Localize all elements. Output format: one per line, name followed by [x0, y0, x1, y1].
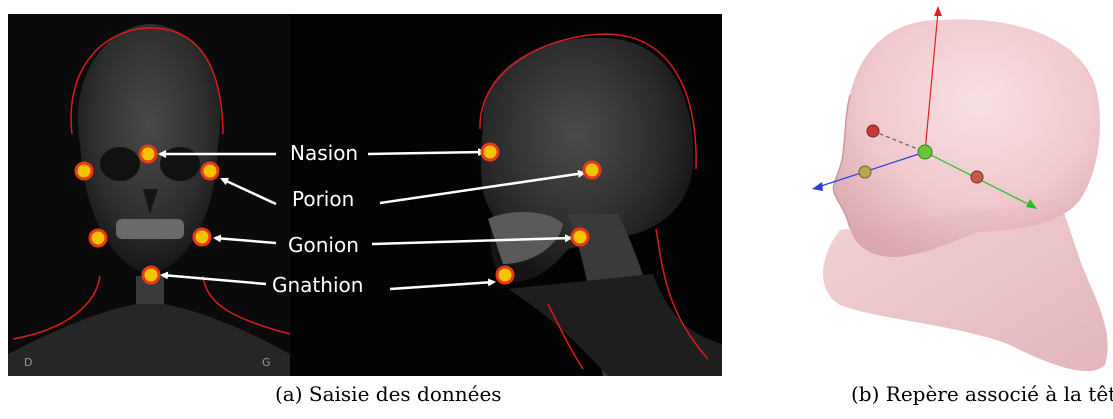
landmark-porion-left [76, 163, 92, 179]
landmark-gnathion-front [143, 267, 159, 283]
lateral-xray [290, 14, 722, 376]
label-gonion: Gonion [288, 234, 359, 256]
head-3d-panel [760, 0, 1113, 380]
point-porion-left [867, 125, 879, 137]
landmark-gonion-right [194, 229, 210, 245]
head-3d-illustration [760, 0, 1113, 380]
point-porion-right [971, 171, 983, 183]
frontal-xray [8, 14, 290, 376]
label-porion: Porion [292, 188, 354, 210]
landmark-gnathion-side [497, 267, 513, 283]
point-origin [918, 145, 932, 159]
landmark-nasion-front [140, 146, 156, 162]
landmark-porion-right [202, 163, 218, 179]
axis-y-arrow [812, 182, 823, 191]
caption-a: (a) Saisie des données [275, 382, 502, 406]
corner-label-g: G [262, 356, 271, 369]
xray-panel: Nasion Porion Gonion Gnathion D G [8, 14, 722, 376]
landmark-porion-side [584, 162, 600, 178]
landmark-gonion-left [90, 230, 106, 246]
label-nasion: Nasion [290, 142, 358, 164]
caption-b: (b) Repère associé à la tête [851, 382, 1113, 406]
xray-illustration [8, 14, 722, 376]
landmark-nasion-side [482, 144, 498, 160]
axis-x-arrow [934, 6, 942, 16]
label-gnathion: Gnathion [272, 274, 363, 296]
point-nasion [859, 166, 871, 178]
landmark-gonion-side [572, 229, 588, 245]
corner-label-d: D [24, 356, 32, 369]
